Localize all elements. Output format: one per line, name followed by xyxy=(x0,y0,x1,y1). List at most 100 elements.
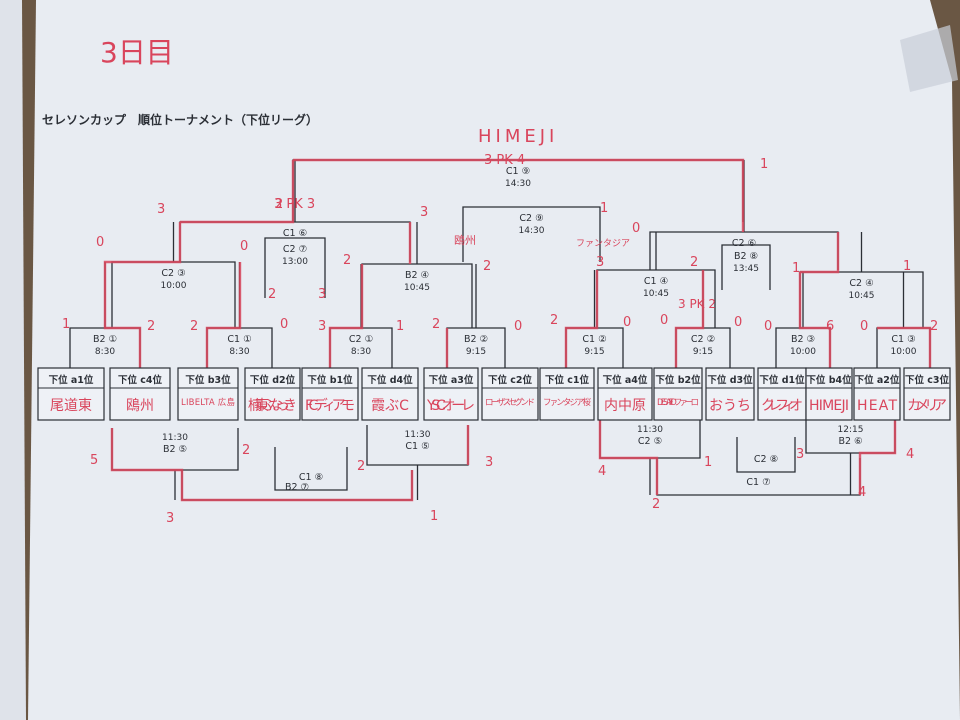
team-seed: 下位 d3位 xyxy=(707,374,753,386)
team-box-frame xyxy=(539,367,595,421)
score-mark: 2 xyxy=(147,319,155,334)
match-court: C1 ⑤ xyxy=(405,441,429,452)
team-name: カメリア xyxy=(907,398,947,414)
match-time: 9:15 xyxy=(466,347,486,357)
score-mark: 2 xyxy=(930,319,938,334)
match-court: B2 ① xyxy=(93,334,117,345)
match-court: B2 ⑧ xyxy=(734,251,758,262)
match-time: 8:30 xyxy=(229,347,249,357)
paper-sheet xyxy=(28,0,960,720)
match-court: C2 ② xyxy=(691,334,715,345)
match-time: 13:45 xyxy=(733,264,759,274)
winner-path xyxy=(800,232,840,274)
score-mark: 1 xyxy=(704,455,712,470)
team-name: LIBELTA 広島 xyxy=(181,397,235,408)
score-mark: 3 xyxy=(596,255,604,270)
match-court: C2 ④ xyxy=(849,278,873,289)
score-mark: 6 xyxy=(826,319,834,334)
team-name: DESAFIO ファーロ xyxy=(657,398,699,408)
winner-path xyxy=(877,326,932,368)
team-seed: 下位 d1位 xyxy=(759,374,805,386)
team-box-frame xyxy=(903,367,951,421)
team-box-frame xyxy=(853,367,901,421)
left-paper-strip xyxy=(0,0,26,720)
score-mark: 3 xyxy=(157,202,165,217)
score-mark: 4 xyxy=(858,485,866,500)
team-box-frame xyxy=(597,367,653,421)
winner-path xyxy=(112,222,182,264)
match-time: 8:30 xyxy=(95,347,115,357)
bracket-line xyxy=(462,206,601,262)
match-court: C1 ⑥ xyxy=(283,228,307,239)
match-court: C2 ⑨ xyxy=(519,213,543,224)
score-mark: 1 xyxy=(396,319,404,334)
score-mark: 0 xyxy=(660,313,668,328)
team-box-frame xyxy=(301,367,359,421)
match-court: B2 ⑥ xyxy=(838,436,862,447)
winner-path xyxy=(598,420,659,495)
winner-path xyxy=(180,160,295,224)
team-box-frame xyxy=(653,367,703,421)
final-winner-note: HIMEJI xyxy=(478,126,558,147)
match-court: B2 ③ xyxy=(791,334,815,345)
score-mark: 3 xyxy=(485,455,493,470)
match-time: 13:00 xyxy=(282,257,308,267)
team-seed: 下位 c4位 xyxy=(118,374,163,386)
score-mark: 0 xyxy=(514,319,522,334)
team-seed: 下位 b1位 xyxy=(307,374,353,386)
team-name: 霞ぶC xyxy=(371,398,409,414)
team-name: おうち xyxy=(709,398,751,414)
day-heading: 3日目 xyxy=(100,36,174,69)
bracket-line xyxy=(264,237,326,298)
score-mark: 4 xyxy=(906,447,914,462)
score-mark: 2 xyxy=(652,497,660,512)
score-mark: 2 xyxy=(275,197,283,212)
score-mark: 4 xyxy=(598,464,606,479)
team-box-frame xyxy=(361,367,419,421)
match-time: 10:00 xyxy=(161,281,187,291)
match-court: B2 ④ xyxy=(405,270,429,281)
team-name: 内中原 xyxy=(604,398,646,414)
match-court: C1 ⑧ xyxy=(299,472,323,483)
team-box: 下位 b1位 FCディアモ xyxy=(301,367,359,421)
match-court: C2 ⑤ xyxy=(638,436,662,447)
match-time: 12:15 xyxy=(838,425,864,435)
score-mark: 1 xyxy=(792,261,800,276)
match-court: C2 ⑧ xyxy=(754,454,778,465)
winner-path xyxy=(293,158,745,232)
score-mark: 2 xyxy=(343,253,351,268)
score-mark: 3 xyxy=(318,319,326,334)
score-mark: 3 xyxy=(796,447,804,462)
match-court: B2 ⑦ xyxy=(285,482,309,493)
bracket-line xyxy=(721,244,771,290)
winner-path xyxy=(103,260,142,368)
score-mark: 0 xyxy=(764,319,772,334)
winner-path xyxy=(110,428,414,502)
team-name: FCディアモ xyxy=(305,397,355,414)
score-mark: 3 xyxy=(420,205,428,220)
match-time: 14:30 xyxy=(505,179,531,189)
team-seed: 下位 d2位 xyxy=(250,374,296,386)
final-pk-note: 3 PK 4 xyxy=(484,153,525,168)
team-box-frame xyxy=(423,367,479,421)
score-mark: 2 xyxy=(550,313,558,328)
match-court: B2 ② xyxy=(464,334,488,345)
match-time: 11:30 xyxy=(162,433,188,443)
score-mark: 0 xyxy=(734,315,742,330)
score-mark: 2 xyxy=(242,443,250,458)
winner-path xyxy=(858,420,897,495)
match-time: 11:30 xyxy=(405,430,431,440)
winner-path xyxy=(328,264,364,368)
match-court: C2 ⑦ xyxy=(283,244,307,255)
score-mark: 5 xyxy=(90,453,98,468)
